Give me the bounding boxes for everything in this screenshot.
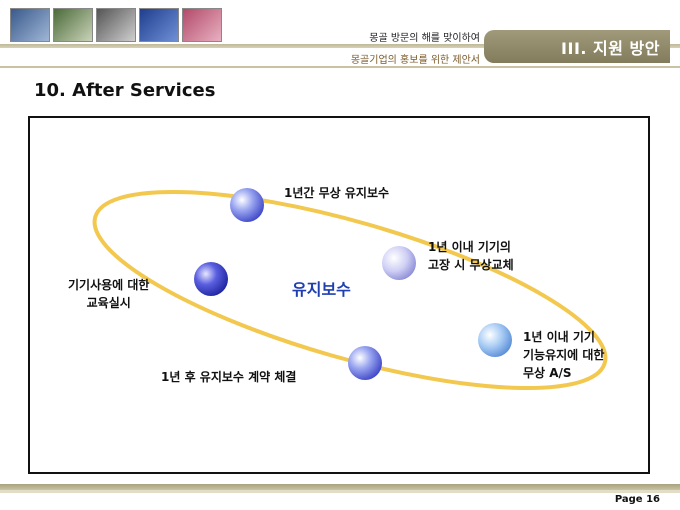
diagram-frame: 유지보수 1년간 무상 유지보수 1년 이내 기기의 고장 시 무상교체 1년 … xyxy=(28,116,650,474)
node-label-line: 교육실시 xyxy=(86,296,131,310)
node-label-line: 1년간 무상 유지보수 xyxy=(284,186,390,200)
node-ball xyxy=(348,346,382,380)
node-label: 1년 후 유지보수 계약 체결 xyxy=(161,368,296,386)
node-label-line: 1년 이내 기기 xyxy=(523,330,595,344)
node-label-line: 기기사용에 대한 xyxy=(68,278,150,292)
footer-rule xyxy=(0,490,680,493)
page-number: Page 16 xyxy=(614,494,660,505)
header-rule xyxy=(0,44,680,48)
node-label-line: 무상 A/S xyxy=(523,366,572,380)
section-tab: III. 지원 방안 xyxy=(484,30,670,63)
storefront-photo xyxy=(182,8,222,42)
header-proposal-title: 몽골기업의 홍보를 위한 제안서 xyxy=(350,55,480,66)
node-ball xyxy=(382,246,416,280)
node-label-line: 1년 이내 기기의 xyxy=(428,240,511,254)
node-label: 기기사용에 대한 교육실시 xyxy=(68,276,149,312)
header-photo-strip xyxy=(10,8,222,42)
node-ball xyxy=(230,188,264,222)
cycle-center-label: 유지보수 xyxy=(292,280,351,299)
node-label-line: 고장 시 무상교체 xyxy=(428,258,514,272)
section-label: III. 지원 방안 xyxy=(561,38,660,58)
storefront-photo xyxy=(53,8,93,42)
node-label: 1년간 무상 유지보수 xyxy=(284,184,389,202)
node-label: 1년 이내 기기의 고장 시 무상교체 xyxy=(428,238,514,274)
header-divider xyxy=(0,66,680,68)
footer-bar xyxy=(0,484,680,490)
cycle-diagram xyxy=(92,188,608,391)
node-label-line: 기능유지에 대한 xyxy=(523,348,605,362)
bank-sign-photo xyxy=(139,8,179,42)
building-photo xyxy=(96,8,136,42)
node-ball xyxy=(194,262,228,296)
storefront-photo xyxy=(10,8,50,42)
cycle-ring xyxy=(92,189,608,391)
slide-header: 몽골 방문의 해를 맞이하여 몽골기업의 홍보를 위한 제안서 III. 지원 … xyxy=(0,0,680,68)
node-label: 1년 이내 기기 기능유지에 대한 무상 A/S xyxy=(523,328,604,382)
header-subtitle: 몽골 방문의 해를 맞이하여 xyxy=(369,33,480,44)
node-label-line: 1년 후 유지보수 계약 체결 xyxy=(161,370,297,384)
page-title: 10. After Services xyxy=(34,80,216,101)
node-ball xyxy=(478,323,512,357)
